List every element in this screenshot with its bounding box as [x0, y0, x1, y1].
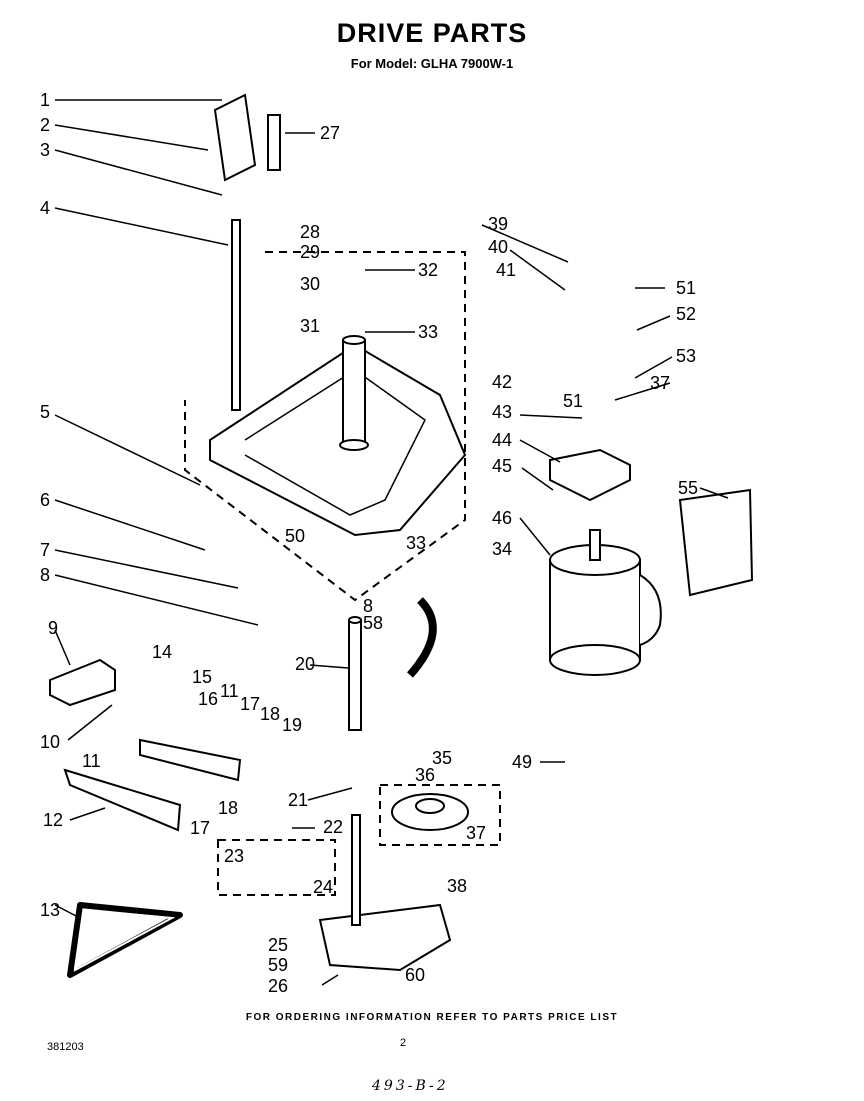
callout-9: 9 [48, 618, 58, 638]
callout-29: 29 [300, 242, 320, 262]
callout-27: 27 [320, 123, 340, 143]
callout-28: 28 [300, 222, 320, 242]
base-plate [209, 343, 467, 537]
callout-21: 21 [288, 790, 308, 810]
motor-bracket [549, 448, 631, 502]
callout-37b: 37 [466, 823, 486, 843]
callout-60: 60 [405, 965, 425, 985]
callout-37a: 37 [650, 373, 670, 393]
callout-25: 25 [268, 935, 288, 955]
callout-50: 50 [285, 526, 305, 546]
callout-35: 35 [432, 748, 452, 768]
callout-40: 40 [488, 237, 508, 257]
clamp-plate [213, 93, 257, 182]
shield-panel [678, 488, 754, 597]
callout-24: 24 [313, 877, 333, 897]
callout-3: 3 [40, 140, 50, 160]
callout-6: 6 [40, 490, 50, 510]
callout-32: 32 [418, 260, 438, 280]
callout-13: 13 [40, 900, 60, 920]
document-number: 381203 [47, 1041, 84, 1053]
callout-46: 46 [492, 508, 512, 528]
callout-49: 49 [512, 752, 532, 772]
callout-18a: 18 [260, 704, 280, 724]
drive-belt [67, 902, 183, 978]
callout-20: 20 [295, 654, 315, 674]
callout-23: 23 [224, 846, 244, 866]
callout-45: 45 [492, 456, 512, 476]
lever-plate-lower [63, 768, 182, 832]
callout-44: 44 [492, 430, 512, 450]
callout-38: 38 [447, 876, 467, 896]
callout-11b: 11 [82, 751, 101, 771]
agitator-shaft [348, 619, 362, 731]
callout-labels: 1 2 3 4 5 6 7 8 9 10 11 11 12 13 14 15 1… [40, 90, 698, 996]
callout-53: 53 [676, 346, 696, 366]
callout-10: 10 [40, 732, 60, 752]
callout-5: 5 [40, 402, 50, 422]
handwritten-note: 493-B-2 [372, 1078, 449, 1094]
rod [231, 219, 241, 411]
callout-12: 12 [43, 810, 63, 830]
callout-59: 59 [268, 955, 288, 975]
callout-34: 34 [492, 539, 512, 559]
transmission [318, 903, 452, 972]
callout-55: 55 [678, 478, 698, 498]
base-assembly-outline [184, 251, 466, 602]
callout-43: 43 [492, 402, 512, 422]
ordering-note: FOR ORDERING INFORMATION REFER TO PARTS … [245, 1012, 619, 1023]
callout-36: 36 [415, 765, 435, 785]
callout-41: 41 [496, 260, 516, 280]
callout-39: 39 [488, 214, 508, 234]
callout-58: 58 [363, 613, 383, 633]
pad-strip [267, 114, 281, 171]
callout-26: 26 [268, 976, 288, 996]
callout-51a: 51 [676, 278, 696, 298]
callout-22: 22 [323, 817, 343, 837]
callout-30: 30 [300, 274, 320, 294]
callout-16: 16 [198, 689, 218, 709]
model-subtitle: For Model: GLHA 7900W-1 [350, 56, 514, 71]
callout-18b: 18 [218, 798, 238, 818]
callout-33a: 33 [418, 322, 438, 342]
callout-15: 15 [192, 667, 212, 687]
callout-19: 19 [282, 715, 302, 735]
callout-7: 7 [40, 540, 50, 560]
callout-11a: 11 [220, 681, 239, 701]
mounting-block [49, 658, 116, 707]
page-number: 2 [400, 1037, 407, 1049]
callout-2: 2 [40, 115, 50, 135]
callout-31: 31 [300, 316, 320, 336]
leader-lines [54, 99, 729, 986]
callout-1: 1 [40, 90, 50, 110]
callout-51b: 51 [563, 391, 583, 411]
lever-plate-upper [139, 738, 242, 782]
callout-8b: 8 [363, 596, 373, 616]
callout-52: 52 [676, 304, 696, 324]
callout-17b: 17 [190, 818, 210, 838]
callout-33b: 33 [406, 533, 426, 553]
callout-14: 14 [152, 642, 172, 662]
callout-8: 8 [40, 565, 50, 585]
center-post [342, 339, 366, 446]
diagram-title: DRIVE PARTS [336, 18, 528, 48]
callout-42: 42 [492, 372, 512, 392]
callout-4: 4 [40, 198, 50, 218]
callout-17a: 17 [240, 694, 260, 714]
